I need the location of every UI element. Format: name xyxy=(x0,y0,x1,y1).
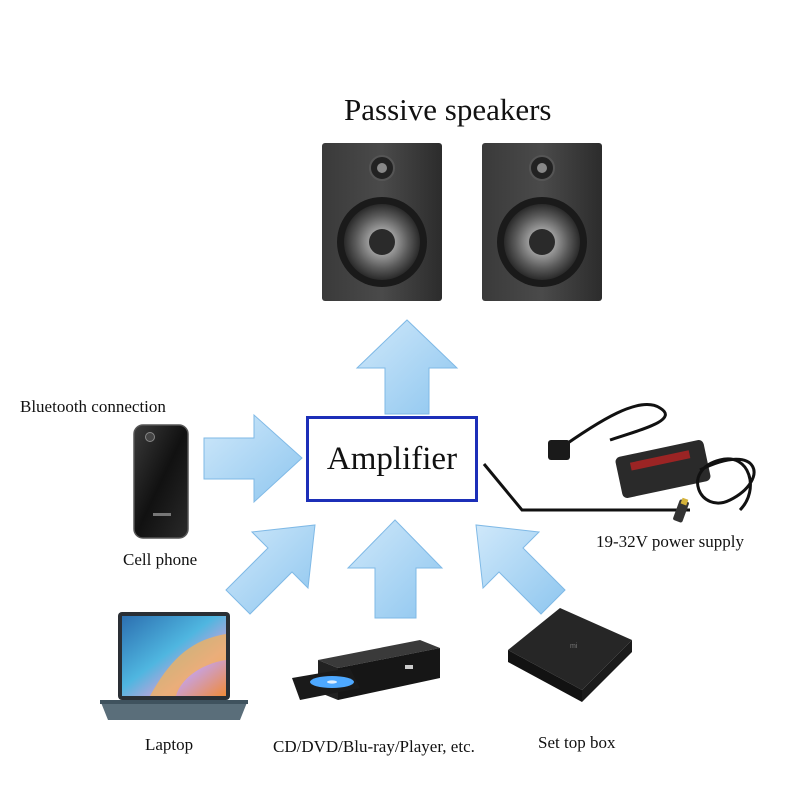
power-supply-label: 19-32V power supply xyxy=(596,532,744,551)
cell-phone-label: Cell phone xyxy=(123,550,198,569)
svg-text:mi: mi xyxy=(570,643,578,650)
cell-phone-image xyxy=(133,424,189,539)
page-title: Passive speakers xyxy=(344,92,552,127)
amplifier-box: Amplifier xyxy=(306,416,478,502)
arrow-settop-to-amp xyxy=(475,524,566,615)
arrow-phone-to-amp xyxy=(203,413,303,504)
power-cable-line xyxy=(482,463,690,512)
arrow-laptop-to-amp xyxy=(225,524,316,615)
passive-speaker-right xyxy=(482,143,602,301)
set-top-box-image: mi xyxy=(508,608,632,702)
set-top-box-label: Set top box xyxy=(538,733,616,752)
passive-speaker-left xyxy=(322,143,442,301)
amplifier-label: Amplifier xyxy=(326,440,458,477)
arrow-amp-to-speakers xyxy=(355,319,459,415)
power-supply-image xyxy=(548,403,756,523)
laptop-label: Laptop xyxy=(145,735,194,754)
disc-player-image xyxy=(292,640,440,700)
laptop-image xyxy=(100,612,248,720)
bluetooth-connection-label: Bluetooth connection xyxy=(20,397,166,416)
arrow-disc-to-amp xyxy=(346,519,444,619)
disc-player-label: CD/DVD/Blu-ray/Player, etc. xyxy=(273,737,475,756)
